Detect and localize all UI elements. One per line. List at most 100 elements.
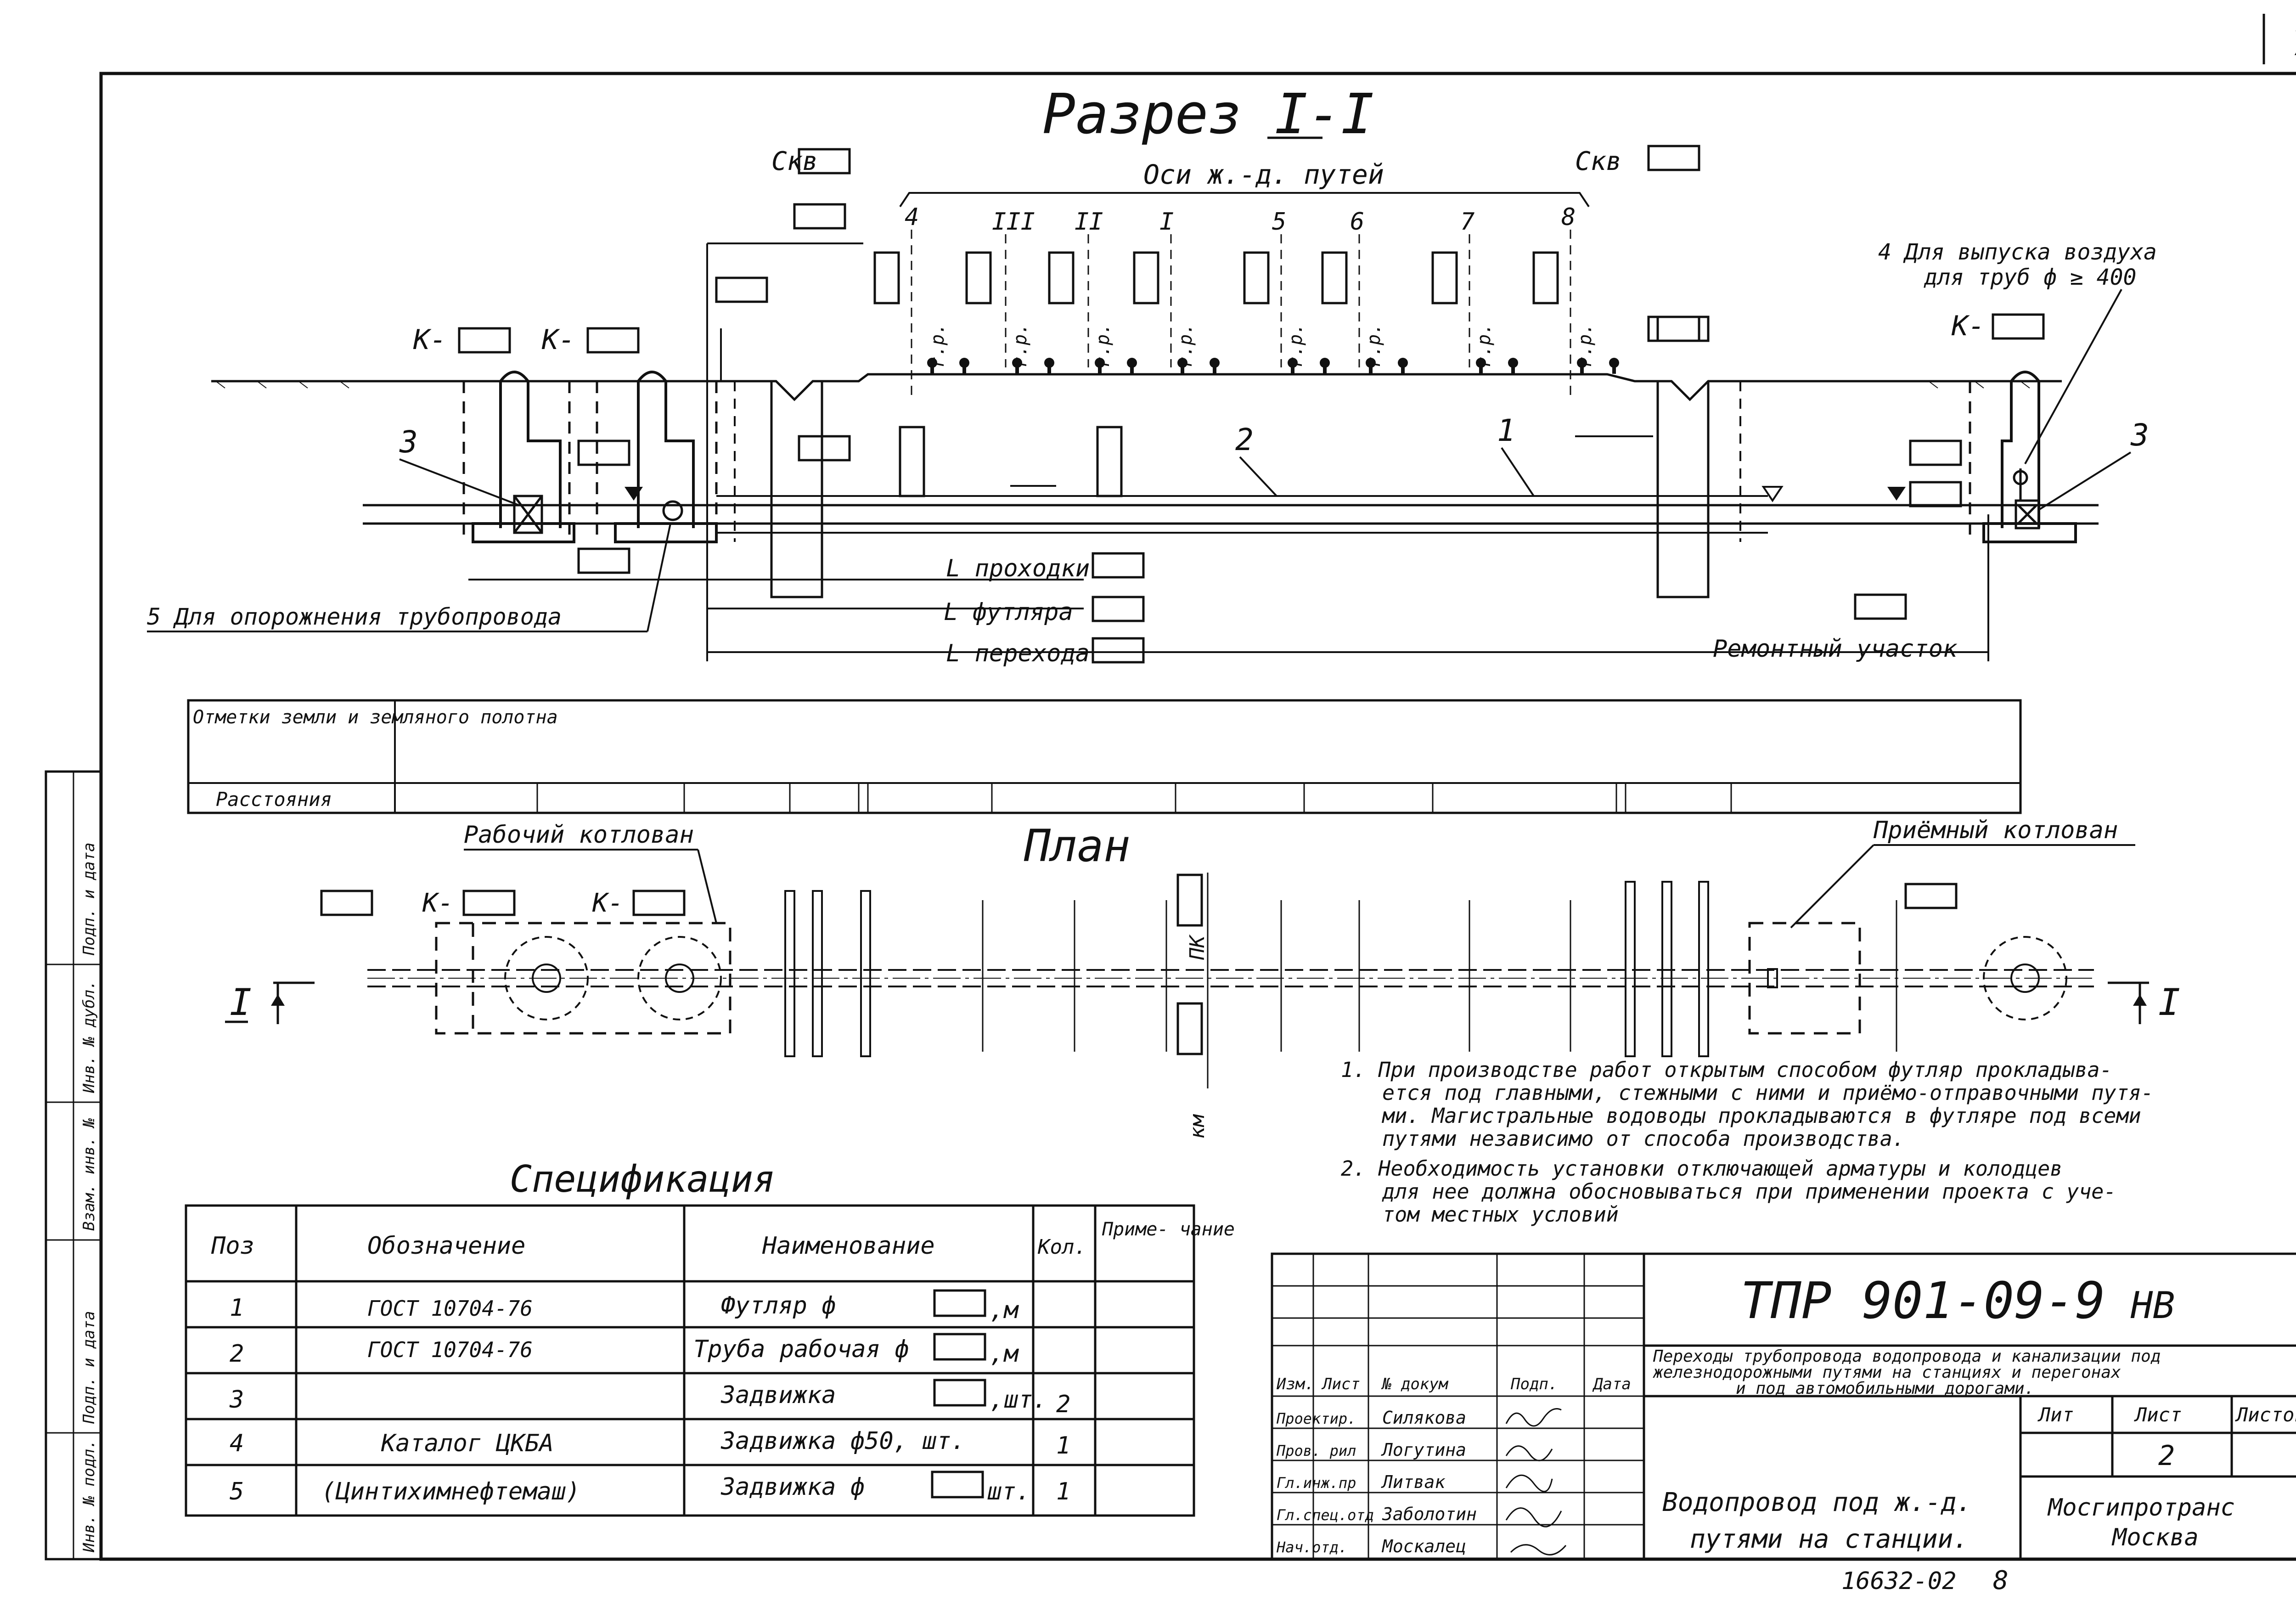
svg-text:Обозначение: Обозначение	[367, 1232, 525, 1260]
svg-text:L перехода: L перехода	[946, 640, 1090, 667]
drawing-code: ТПР 901-09-9	[1740, 1271, 2105, 1330]
notes: 1. При производстве работ открытым спосо…	[1341, 1058, 2154, 1227]
svg-text:Отметки земли и земляного поло: Отметки земли и земляного полотна	[193, 707, 558, 728]
svg-text:НВ: НВ	[2130, 1284, 2175, 1327]
svg-text:I: I	[1159, 208, 1174, 236]
svg-text:Приёмный котлован: Приёмный котлован	[1873, 817, 2118, 844]
signatures	[1505, 1408, 1567, 1555]
svg-text:К-: К-	[1951, 310, 1985, 342]
svg-text:Наименование: Наименование	[762, 1232, 935, 1260]
svg-text:железнодорожными путями на ста: железнодорожными путями на станциях и пе…	[1653, 1363, 2121, 1382]
svg-text:,м: ,м	[990, 1340, 1019, 1368]
svg-text:,м: ,м	[990, 1296, 1019, 1324]
svg-text:Лит: Лит	[2037, 1403, 2074, 1426]
svg-text:1: 1	[1056, 1432, 1070, 1459]
svg-text:III: III	[992, 208, 1035, 236]
specification-table: Спецификация Поз Обозначение Наименовани…	[185, 1158, 1235, 1517]
svg-text:Переходы трубопровода водопров: Переходы трубопровода водопровода и кана…	[1653, 1347, 2161, 1366]
svg-text:Каталог ЦКБА: Каталог ЦКБА	[381, 1430, 554, 1457]
svg-text:для труб ф ≥ 400: для труб ф ≥ 400	[1924, 265, 2136, 290]
svg-text:Литвак: Литвак	[1381, 1472, 1446, 1492]
svg-text:км: км	[1186, 1114, 1209, 1139]
svg-text:1: 1	[230, 1294, 244, 1322]
svg-text:Москва: Москва	[2111, 1524, 2199, 1551]
svg-text:Логутина: Логутина	[1381, 1440, 1466, 1460]
svg-text:Подп. и дата: Подп. и дата	[80, 1311, 98, 1424]
svg-text:Москалец: Москалец	[1381, 1536, 1466, 1556]
svg-text:Поз: Поз	[211, 1232, 254, 1260]
svg-text:Приме- чание: Приме- чание	[1102, 1219, 1235, 1240]
svg-text:том местных условий: том местных условий	[1382, 1202, 1619, 1227]
svg-text:Листов: Листов	[2235, 1403, 2296, 1426]
svg-text:II: II	[1075, 208, 1103, 236]
svg-text:ется под главными, стежными с: ется под главными, стежными с ними и при…	[1382, 1081, 2154, 1105]
svg-text:4: 4	[230, 1430, 244, 1457]
svg-text:1: 1	[1056, 1478, 1070, 1505]
svg-text:шт.: шт.	[987, 1478, 1030, 1505]
svg-text:ми. Магистральные водоводы про: ми. Магистральные водоводы прокладываютс…	[1381, 1104, 2141, 1128]
svg-text:Силякова: Силякова	[1382, 1408, 1466, 1428]
svg-text:Подп.: Подп.	[1510, 1375, 1558, 1393]
svg-text:2: 2	[2158, 1440, 2175, 1472]
svg-text:1. При производстве работ откр: 1. При производстве работ открытым спосо…	[1341, 1058, 2112, 1082]
svg-text:для нее должна обосновываться: для нее должна обосновываться при примен…	[1382, 1179, 2116, 1204]
svg-text:Скв: Скв	[1575, 147, 1621, 176]
svg-text:Нач.отд.: Нач.отд.	[1276, 1538, 1347, 1556]
svg-text:Инв. № дубл.: Инв. № дубл.	[80, 980, 98, 1093]
svg-text:Заболотин: Заболотин	[1382, 1504, 1477, 1524]
svg-text:Водопровод под ж.-д.: Водопровод под ж.-д.	[1662, 1488, 1972, 1517]
section-title: Разрез I-I	[1042, 83, 1374, 147]
svg-text:№ докум: № докум	[1381, 1375, 1449, 1393]
side-stamp: Подп. и дата Инв. № дубл. Взам. инв. № П…	[45, 770, 102, 1561]
svg-text:2: 2	[230, 1340, 244, 1368]
svg-text:Задвижка: Задвижка	[720, 1381, 836, 1409]
svg-text:3: 3	[2130, 417, 2149, 453]
svg-text:Рабочий котлован: Рабочий котлован	[464, 821, 694, 849]
svg-text:L футляра: L футляра	[944, 598, 1073, 626]
svg-text:Задвижка ф: Задвижка ф	[720, 1473, 865, 1501]
svg-text:2. Необходимость установки отк: 2. Необходимость установки отключающей а…	[1341, 1156, 2062, 1181]
svg-text:5: 5	[230, 1478, 244, 1505]
profile-table: Отметки земли и земляного полотна Рассто…	[187, 699, 2022, 814]
svg-text:К-: К-	[422, 888, 453, 918]
plan-view: План Рабочий котлован Приёмный котлован …	[225, 817, 2180, 1139]
svg-text:Пров. рил: Пров. рил	[1276, 1442, 1356, 1459]
svg-text:Гл.спец.отд: Гл.спец.отд	[1277, 1506, 1374, 1524]
sheet-number: 7	[2291, 21, 2296, 64]
svg-text:Лист: Лист	[2134, 1403, 2182, 1426]
svg-text:Кол.: Кол.	[1037, 1235, 1086, 1259]
section-view: Разрез I-I Скв Скв Оси ж.-д. путей 4 III…	[147, 83, 2157, 667]
svg-text:4: 4	[905, 203, 919, 231]
svg-text:ГОСТ 10704-76: ГОСТ 10704-76	[367, 1296, 533, 1321]
svg-text:3: 3	[229, 1386, 244, 1414]
svg-text:Скв: Скв	[771, 147, 818, 176]
svg-text:Задвижка ф50, шт.: Задвижка ф50, шт.	[720, 1427, 965, 1455]
svg-text:Проектир.: Проектир.	[1276, 1410, 1356, 1427]
footer-number: 16632-02	[1841, 1567, 1956, 1595]
svg-text:3: 3	[399, 424, 418, 460]
svg-text:Мосгипротранс: Мосгипротранс	[2047, 1494, 2235, 1521]
svg-text:К-: К-	[592, 888, 623, 918]
svg-text:L проходки: L проходки	[946, 555, 1090, 582]
axes-label: Оси ж.-д. путей	[1143, 159, 1384, 190]
svg-text:7: 7	[1460, 208, 1474, 236]
svg-text:2: 2	[1056, 1391, 1070, 1418]
svg-text:Расстояния: Расстояния	[216, 788, 332, 811]
plan-title: План	[1024, 820, 1130, 872]
svg-text:2: 2	[1235, 422, 1254, 457]
spec-title: Спецификация	[510, 1158, 775, 1200]
svg-text:I: I	[2158, 981, 2180, 1024]
svg-text:1: 1	[1497, 413, 1515, 448]
svg-text:6: 6	[1350, 208, 1364, 236]
svg-text:ГОСТ 10704-76: ГОСТ 10704-76	[367, 1337, 533, 1362]
svg-text:Гл.инж.пр: Гл.инж.пр	[1277, 1474, 1356, 1492]
svg-text:Футляр ф: Футляр ф	[721, 1292, 836, 1319]
svg-text:Подп. и дата: Подп. и дата	[80, 842, 98, 956]
svg-text:ПК: ПК	[1186, 934, 1209, 960]
svg-text:4 Для выпуска воздуха: 4 Для выпуска воздуха	[1878, 239, 2157, 265]
svg-text:Взам. инв. №: Взам. инв. №	[80, 1118, 98, 1231]
svg-text:путями независимо от способа п: путями независимо от способа производств…	[1382, 1127, 1905, 1151]
svg-text:Инв. № подл.: Инв. № подл.	[80, 1439, 98, 1553]
svg-text:путями на станции.: путями на станции.	[1690, 1524, 1969, 1554]
